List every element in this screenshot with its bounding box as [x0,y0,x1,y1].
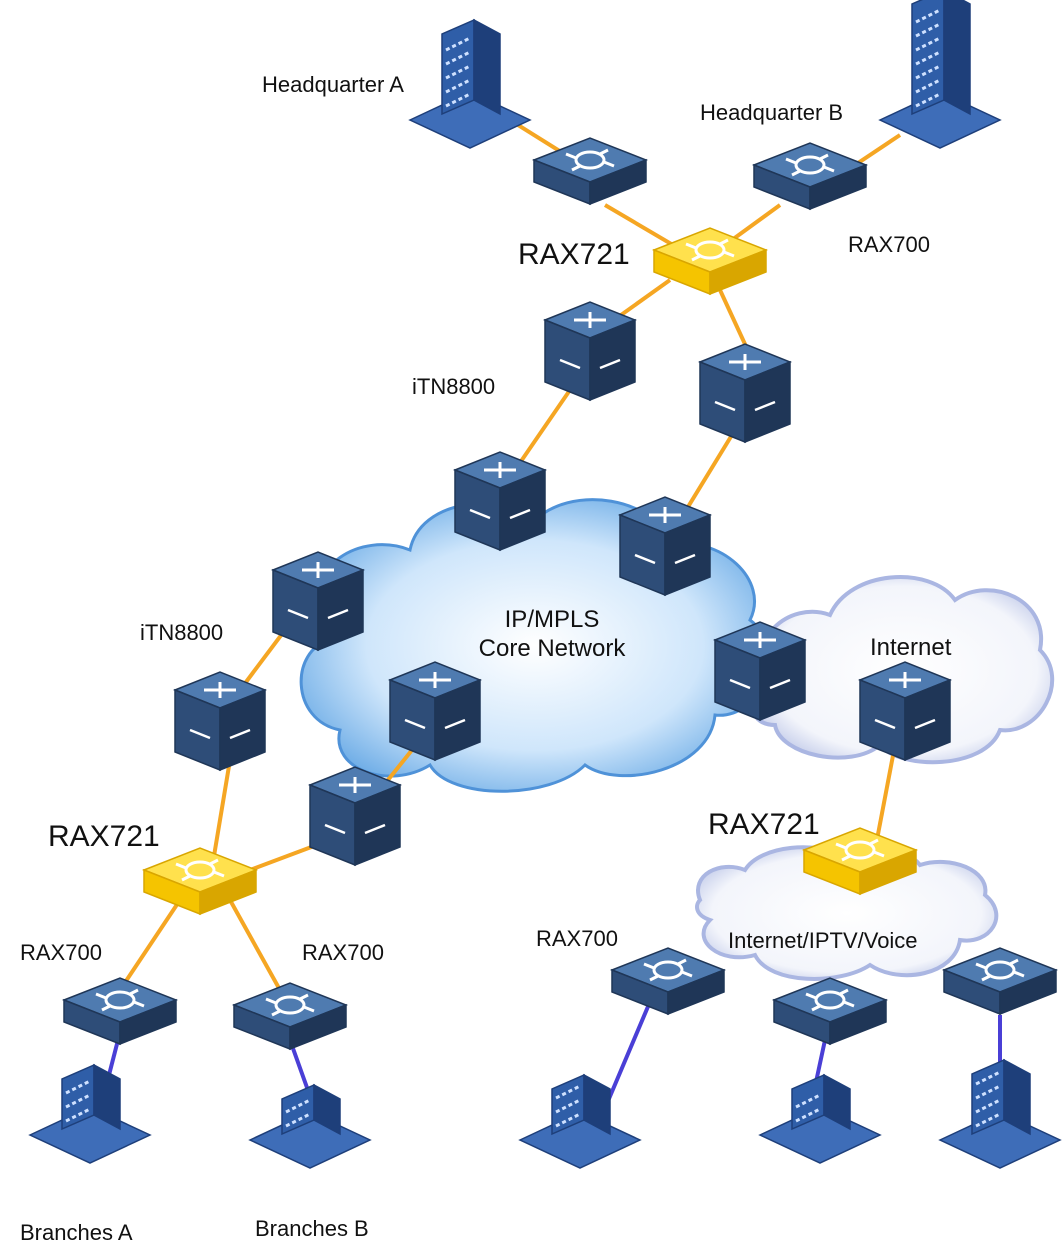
itn8800-left-a-icon [270,551,366,652]
itn8800-mid-b-icon [617,496,713,597]
label-rax721-right: RAX721 [708,808,820,841]
rax721-right-icon [801,827,919,896]
label-rax700-left-b: RAX700 [302,940,384,965]
label-access-cloud: Internet/IPTV/Voice [728,928,918,953]
rax700-hq-a-icon [531,137,649,206]
rax721-top-icon [651,227,769,296]
building-site-3-icon [938,1058,1062,1169]
label-headquarter-b: Headquarter B [700,100,844,125]
link-rax721-rax700-b [228,899,282,991]
label-core-network: IP/MPLS Core Network [452,606,652,664]
rax700-right-c-icon [941,947,1059,1016]
itn8800-top-a-icon [542,301,638,402]
building-hq-a-icon [408,18,532,149]
itn8800-top-b-icon [697,343,793,444]
label-rax700-top: RAX700 [848,232,930,257]
label-branches-b: Branches B [255,1216,369,1241]
itn8800-mid-a-icon [452,451,548,552]
label-rax700-right: RAX700 [536,926,618,951]
label-rax721-left: RAX721 [48,820,160,853]
label-branches-a: Branches A [20,1220,133,1245]
building-site-2-icon [758,1073,882,1164]
building-branch-a-icon [28,1063,152,1164]
itn8800-left-b-icon [172,671,268,772]
itn8800-core-a-icon [387,661,483,762]
itn8800-core-b-icon [712,621,808,722]
label-headquarter-a: Headquarter A [262,72,404,97]
building-hq-b-icon [878,0,1002,149]
itn8800-internet-icon [857,661,953,762]
rax721-left-icon [141,847,259,916]
building-branch-b-icon [248,1083,372,1169]
core-network-line1: IP/MPLS [504,606,600,633]
itn8800-left-c-icon [307,766,403,867]
label-rax721-top: RAX721 [518,238,630,271]
label-rax700-left-a: RAX700 [20,940,102,965]
label-itn8800-top: iTN8800 [412,374,496,399]
link-itn-rax721-right [873,744,897,851]
core-network-line2: Core Network [478,634,626,662]
link-itn-itn-left-chain [513,388,572,472]
label-internet: Internet [870,634,952,661]
link-itn-itn-right-chain [678,428,737,522]
rax700-right-a-icon [609,947,727,1016]
access-cloud [695,845,999,981]
rax700-right-b-icon [771,977,889,1046]
label-itn8800-left: iTN8800 [140,620,224,645]
rax700-branch-b-icon [231,982,349,1051]
rax700-branch-a-icon [61,977,179,1046]
building-site-1-icon [518,1073,642,1169]
rax700-hq-b-icon [751,142,869,211]
link-rax721-rax700-a [118,898,182,992]
